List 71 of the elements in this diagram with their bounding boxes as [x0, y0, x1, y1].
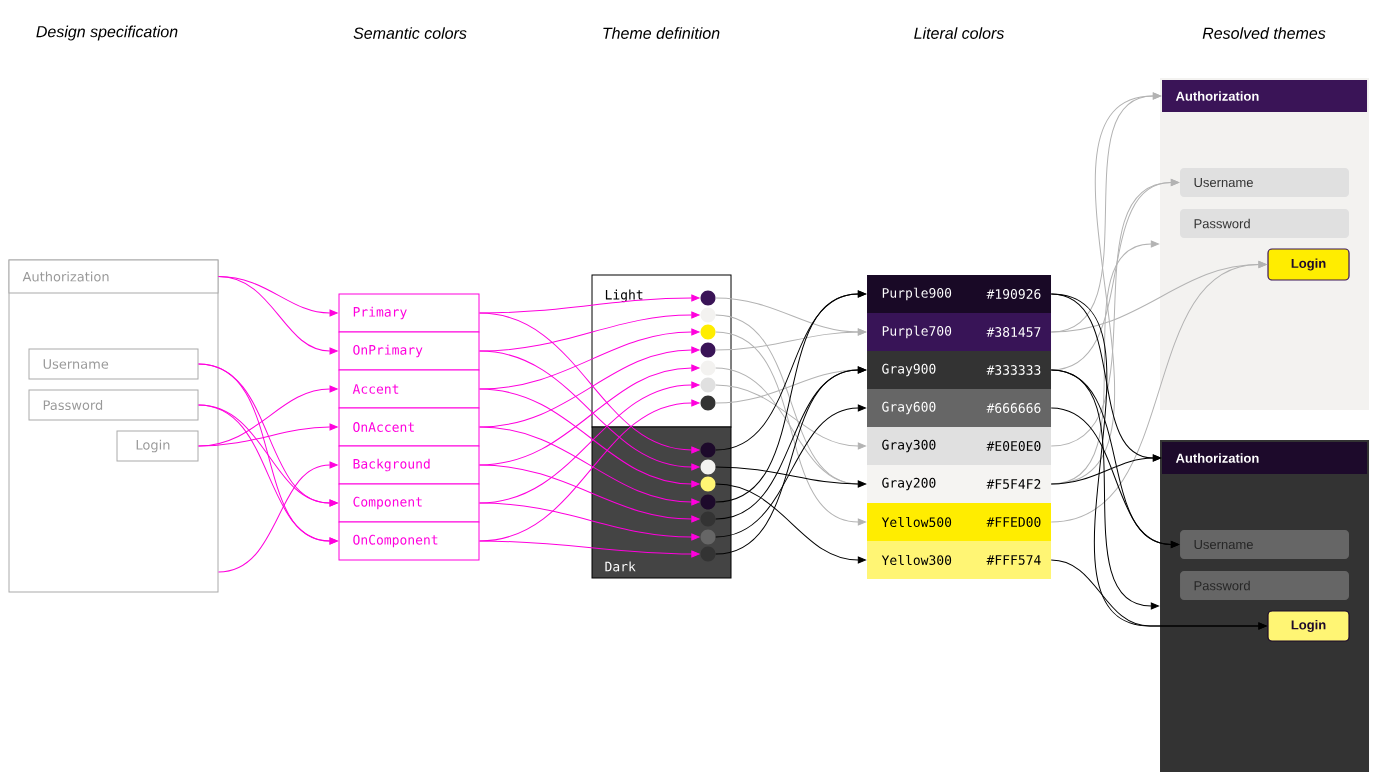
login-button: Login — [1267, 610, 1350, 642]
color-swatch-row: Yellow300 #FFF574 — [867, 541, 1051, 579]
arrow — [479, 312, 700, 454]
color-dot — [700, 476, 716, 492]
app-header: Authorization — [1162, 80, 1367, 112]
color-dot — [700, 546, 716, 562]
color-dot — [700, 307, 716, 323]
wireframe-input: Username — [28, 348, 199, 380]
input-field: Username — [1180, 530, 1349, 559]
arrow — [715, 290, 866, 503]
input-field: Password — [1180, 571, 1349, 600]
login-button: Login — [1267, 248, 1350, 281]
arrow — [715, 328, 866, 351]
arrow — [198, 423, 338, 447]
color-dot — [700, 459, 716, 475]
column-heading: Theme definition — [603, 27, 720, 39]
semantic-color-row: Accent — [338, 369, 480, 409]
color-dot — [700, 494, 716, 510]
wireframe-header: Authorization — [8, 259, 219, 294]
arrow — [198, 404, 338, 507]
wireframe-input: Password — [28, 389, 199, 421]
color-dot — [700, 529, 716, 545]
semantic-color-row: OnPrimary — [338, 331, 480, 371]
arrow — [715, 384, 866, 450]
arrow — [218, 461, 338, 573]
semantic-color-row: Component — [338, 483, 480, 523]
color-swatch-row: Purple900 #190926 — [867, 275, 1051, 313]
color-swatch-row: Gray600 #666666 — [867, 389, 1051, 427]
color-dot — [700, 342, 716, 358]
color-dot — [700, 324, 716, 340]
column-heading: Resolved themes — [1202, 27, 1326, 39]
arrow — [1050, 454, 1161, 485]
arrow — [715, 331, 866, 526]
color-swatch-row: Gray200 #F5F4F2 — [867, 465, 1051, 503]
arrow — [1050, 179, 1179, 447]
arrow — [198, 404, 338, 545]
semantic-color-row: OnAccent — [338, 407, 480, 447]
column-heading: Design specification — [36, 25, 178, 41]
semantic-color-row: Primary — [338, 293, 480, 333]
column-heading: Literal colors — [914, 27, 1004, 39]
arrow — [218, 276, 338, 355]
arrow — [1050, 559, 1267, 630]
input-field: Username — [1180, 168, 1349, 197]
color-swatch-row: Purple700 #381457 — [867, 313, 1051, 351]
arrow — [715, 404, 866, 538]
arrow — [1050, 261, 1267, 523]
arrow — [1050, 407, 1179, 548]
color-dot — [700, 360, 716, 376]
color-dot — [700, 290, 716, 306]
color-swatch-row: Gray300 #E0E0E0 — [867, 427, 1051, 465]
color-dot — [700, 511, 716, 527]
color-swatch-row: Yellow500 #FFED00 — [867, 503, 1051, 541]
arrow — [715, 366, 866, 555]
arrow — [479, 350, 700, 471]
color-dot — [700, 377, 716, 393]
column-heading: Semantic colors — [353, 27, 467, 39]
arrow — [715, 466, 866, 488]
arrow — [715, 483, 866, 564]
arrow — [479, 388, 700, 488]
arrow — [479, 540, 700, 558]
color-dot — [700, 442, 716, 458]
arrow — [479, 426, 700, 506]
wireframe-button: Login — [116, 430, 199, 462]
input-field: Password — [1180, 209, 1349, 238]
semantic-color-row: Background — [338, 445, 480, 485]
arrow — [479, 502, 700, 541]
app-header: Authorization — [1162, 442, 1367, 474]
color-swatch-row: Gray900 #333333 — [867, 351, 1051, 389]
color-dot — [700, 395, 716, 411]
arrow — [479, 464, 700, 523]
semantic-color-row: OnComponent — [338, 521, 480, 561]
